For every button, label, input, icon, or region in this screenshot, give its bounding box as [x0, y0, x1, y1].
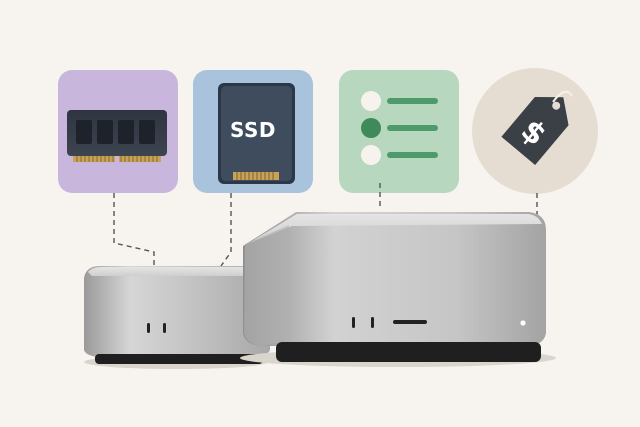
ram-module-icon — [67, 110, 167, 163]
ssd-connector — [220, 193, 232, 267]
ssd-label: SSD — [229, 118, 276, 142]
ram-connector — [113, 193, 155, 266]
ssd-drive-icon — [218, 83, 295, 184]
small-desktop-computer — [84, 266, 270, 369]
price-tag-icon: $ — [501, 96, 569, 166]
specs-card — [339, 70, 459, 193]
connector-lines — [113, 183, 538, 267]
large-desktop-computer — [240, 212, 556, 367]
spec-list-icon — [361, 91, 438, 165]
